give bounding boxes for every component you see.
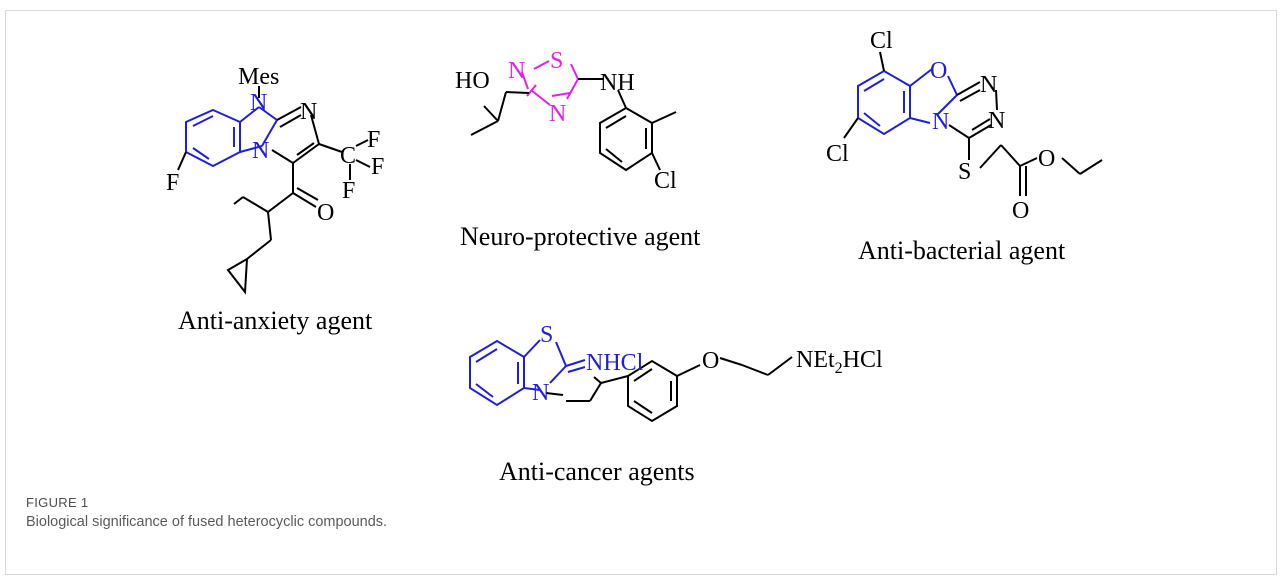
atom-n-top: N: [508, 58, 525, 84]
benzoxazole-scaffold: [857, 68, 958, 136]
atom-f-c: F: [342, 178, 355, 204]
figure-card: [5, 10, 1277, 575]
compound-anti-bacterial: Cl Cl O N N S O O N Anti-bacterial agent: [826, 28, 1103, 265]
neuro-side-chains: [470, 78, 677, 172]
atom-n-ring: N: [532, 380, 549, 406]
atom-nh: NH: [600, 70, 635, 96]
compound-neuro-protective: HO N S N NH Cl Neuro-protective agent: [455, 48, 701, 251]
benzothiazole-scaffold: [469, 339, 586, 407]
atom-s: S: [958, 159, 971, 185]
label-anti-cancer: Anti-cancer agents: [499, 457, 695, 486]
benzimidazole-scaffold: [185, 106, 278, 168]
atom-o-carbonyl: O: [317, 200, 334, 226]
figure-caption: Biological significance of fused heteroc…: [26, 514, 388, 530]
label-anti-bacterial: Anti-bacterial agent: [858, 236, 1066, 265]
atom-net2hcl: NEt2HCl: [796, 347, 883, 377]
atom-n-a: N: [980, 72, 997, 98]
subscript-2: 2: [835, 360, 843, 377]
atom-cl: Cl: [654, 168, 677, 194]
atom-f-ring: F: [166, 170, 179, 196]
atom-n1: N: [250, 90, 267, 116]
atom-o-carbonyl: O: [1012, 198, 1029, 224]
label-neuro-protective: Neuro-protective agent: [460, 222, 701, 251]
atom-cl-top: Cl: [870, 28, 893, 54]
figure-label: FIGURE 1: [26, 495, 89, 510]
atom-cl-bottom: Cl: [826, 141, 849, 167]
atom-ho: HO: [455, 68, 490, 94]
atom-n2: N: [300, 99, 317, 125]
anti-cancer-chain: [545, 356, 793, 423]
triazole-and-ester: [843, 51, 1103, 196]
atom-f-a: F: [367, 127, 380, 153]
label-anti-anxiety: Anti-anxiety agent: [178, 306, 373, 335]
atom-o-ether: O: [702, 348, 719, 374]
atom-n-b: N: [988, 108, 1005, 134]
atom-hcl: HCl: [843, 347, 883, 373]
compound-anti-cancer: S NHCl N O NEt2HCl Anti-cancer agents: [469, 322, 883, 486]
atom-s: S: [540, 322, 553, 348]
atom-f-b: F: [371, 154, 384, 180]
atom-c-cf3: C: [340, 143, 356, 169]
atom-mes: Mes: [238, 64, 279, 90]
thiadiazole-ring: [521, 60, 579, 106]
atom-net: NEt: [796, 347, 835, 373]
compound-anti-anxiety: Mes N N N F F F F C O Anti-anxiety agent: [166, 64, 384, 335]
atom-nhcl: NHCl: [586, 350, 644, 376]
atom-s: S: [550, 48, 563, 74]
atom-n-ring: N: [932, 109, 949, 135]
imidazole-ring: [177, 86, 371, 295]
atom-n3: N: [252, 138, 269, 164]
atom-o-ester: O: [1038, 146, 1055, 172]
atom-n-bottom: N: [549, 101, 566, 127]
atom-o-ring: O: [930, 58, 947, 84]
